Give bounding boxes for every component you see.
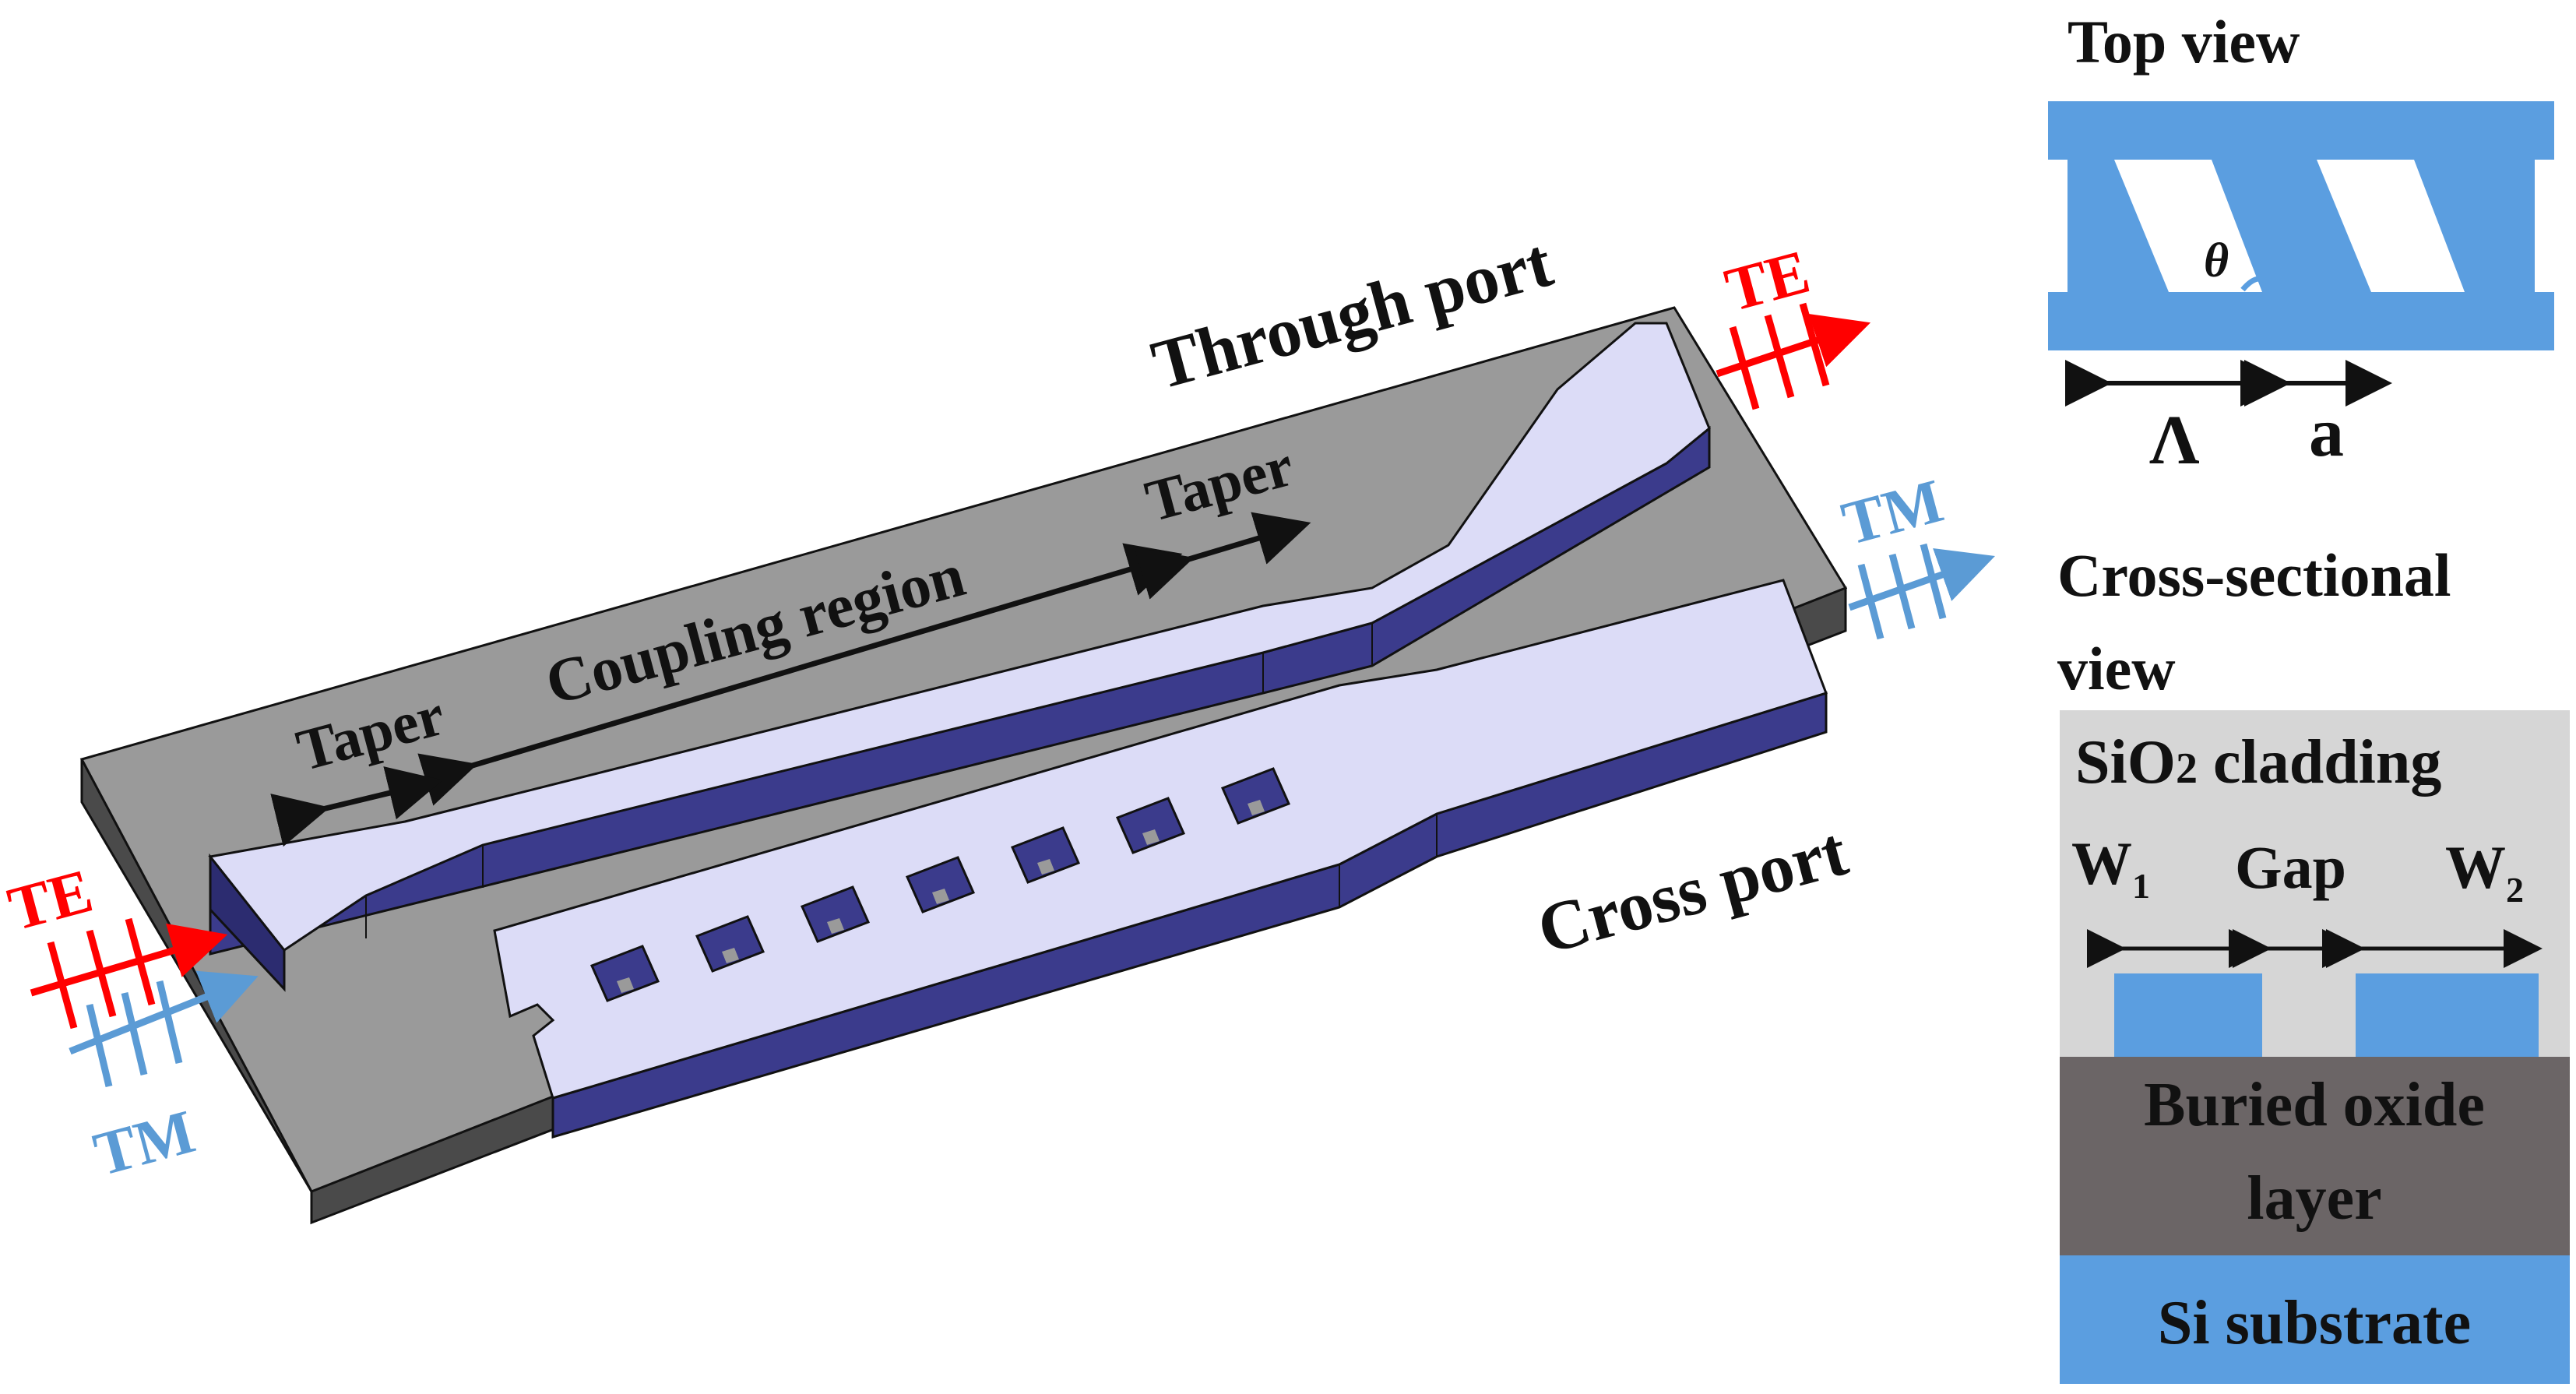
svg-text:TM: TM xyxy=(1835,466,1950,558)
w2-label: W2 xyxy=(2445,833,2524,910)
label-te-input: TE xyxy=(2,857,100,945)
top-view-grating xyxy=(2048,101,2558,350)
label-tm-input: TM xyxy=(87,1097,202,1189)
taper-left-arrow xyxy=(270,766,443,847)
gap-label: Gap xyxy=(2235,833,2346,901)
te-input-wave xyxy=(30,917,228,1030)
cross-section-view: Cross-sectional view SiO2 cladding W1 Ga… xyxy=(2057,541,2570,1384)
top-view: Top view θ Λ a xyxy=(2048,8,2558,479)
label-cross-port: Cross port xyxy=(1530,813,1856,970)
grating-hole-floor xyxy=(1248,800,1265,815)
grating-hole-floor xyxy=(932,889,949,904)
coupling-region-arrow xyxy=(417,543,1183,806)
grating-hole-floor xyxy=(722,948,739,963)
grating-hole-floor xyxy=(1037,859,1054,875)
tm-input-wave xyxy=(69,970,259,1088)
period-label: Λ xyxy=(2149,402,2200,479)
tm-output-wave xyxy=(1848,543,1995,640)
grating-hole xyxy=(800,885,871,943)
grating-holes xyxy=(589,767,1291,1002)
w1-label: W1 xyxy=(2071,829,2150,906)
si-substrate xyxy=(2060,1255,2570,1384)
grating-hole xyxy=(1010,826,1081,884)
svg-text:Cross port: Cross port xyxy=(1530,813,1856,970)
waveguide-1-core xyxy=(2114,973,2262,1057)
label-tm-output: TM xyxy=(1835,466,1950,558)
grating-hole-floor xyxy=(617,977,634,993)
grating-hole xyxy=(1220,767,1291,825)
cross-waveguide xyxy=(493,579,1828,1139)
a-label: a xyxy=(2309,394,2344,471)
te-output-wave xyxy=(1716,302,1871,410)
waveguide-2-core xyxy=(2356,973,2539,1057)
top-view-title: Top view xyxy=(2067,8,2300,76)
grating-hole-floor xyxy=(1142,829,1160,845)
sio2-label: SiO2 cladding xyxy=(2075,728,2441,797)
grating-hole xyxy=(695,915,765,973)
box-label-2: layer xyxy=(2247,1164,2381,1233)
cross-section-title-1: Cross-sectional xyxy=(2057,541,2451,609)
grating-hole xyxy=(589,945,660,1002)
box-label-1: Buried oxide xyxy=(2144,1071,2485,1139)
substrate-label: Si substrate xyxy=(2158,1289,2471,1357)
svg-text:TM: TM xyxy=(87,1097,202,1189)
cross-section-title-2: view xyxy=(2057,635,2176,702)
grating-hole xyxy=(905,856,976,913)
theta-arc xyxy=(2240,276,2272,292)
buried-oxide xyxy=(2060,1057,2570,1255)
theta-label: θ xyxy=(2204,234,2229,287)
taper-right-arrow xyxy=(1134,512,1311,600)
grating-hole-floor xyxy=(827,918,844,934)
svg-text:TE: TE xyxy=(2,857,100,945)
